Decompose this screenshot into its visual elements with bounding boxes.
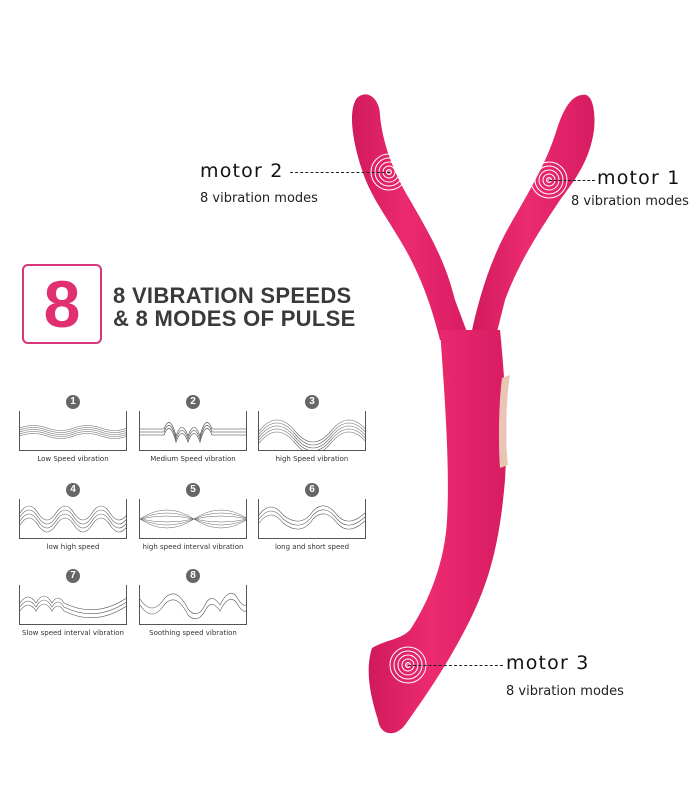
motor-2-subtitle: 8 vibration modes: [200, 191, 318, 206]
motor-2-leader-line: [290, 172, 390, 173]
main-body: [368, 330, 507, 734]
mode-label: Medium Speed vibration: [150, 455, 236, 463]
wave-diagram-high-speed-interval: [139, 499, 247, 539]
wave-diagram-medium-speed: [139, 411, 247, 451]
mode-number-badge: 5: [186, 483, 200, 497]
wave-diagram-slow-speed-interval: [19, 585, 127, 625]
motor-1-subtitle: 8 vibration modes: [571, 194, 689, 209]
mode-5: 5 high speed interval vibration: [137, 483, 249, 551]
wave-diagram-long-short-speed: [258, 499, 366, 539]
wave-diagram-low-high-speed: [19, 499, 127, 539]
mode-6: 6 long and short speed: [256, 483, 368, 551]
motor-3-subtitle: 8 vibration modes: [506, 684, 624, 699]
mode-label: Soothing speed vibration: [149, 629, 237, 637]
mode-label: low high speed: [46, 543, 100, 551]
mode-number-badge: 6: [305, 483, 319, 497]
headline-line-2: & 8 MODES OF PULSE: [113, 306, 356, 331]
mode-number-badge: 2: [186, 395, 200, 409]
headline-line-1: 8 VIBRATION SPEEDS: [113, 283, 352, 308]
mode-7: 7 Slow speed interval vibration: [17, 569, 129, 637]
badge-number: 8: [43, 267, 81, 341]
wave-diagram-soothing-speed: [139, 585, 247, 625]
headline: 8 VIBRATION SPEEDS & 8 MODES OF PULSE: [113, 284, 356, 330]
right-arm: [470, 94, 595, 340]
mode-label: Low Speed vibration: [37, 455, 109, 463]
mode-number-badge: 8: [186, 569, 200, 583]
mode-label: long and short speed: [274, 543, 350, 551]
mode-number-badge: 3: [305, 395, 319, 409]
mode-number-badge: 1: [66, 395, 80, 409]
mode-1: 1 Low Speed vibration: [17, 395, 129, 463]
mode-number-badge: 4: [66, 483, 80, 497]
control-panel: [498, 375, 510, 468]
mode-label: high speed interval vibration: [142, 543, 244, 551]
motor-3-title: motor 3: [506, 652, 590, 674]
mode-3: 3 high Speed vibration: [256, 395, 368, 463]
wave-diagram-high-speed: [258, 411, 366, 451]
mode-label: high Speed vibration: [275, 455, 349, 463]
motor-2-title: motor 2: [200, 160, 284, 182]
motor-1-leader-line: [549, 180, 595, 181]
mode-8: 8 Soothing speed vibration: [137, 569, 249, 637]
motor-3-leader-line: [408, 665, 503, 666]
speed-count-badge: 8: [22, 264, 102, 344]
left-arm: [351, 94, 470, 340]
mode-4: 4 low high speed: [17, 483, 129, 551]
mode-2: 2 Medium Speed vibration: [137, 395, 249, 463]
mode-number-badge: 7: [66, 569, 80, 583]
motor-1-title: motor 1: [597, 167, 681, 189]
wave-diagram-low-speed: [19, 411, 127, 451]
mode-label: Slow speed interval vibration: [21, 629, 124, 637]
